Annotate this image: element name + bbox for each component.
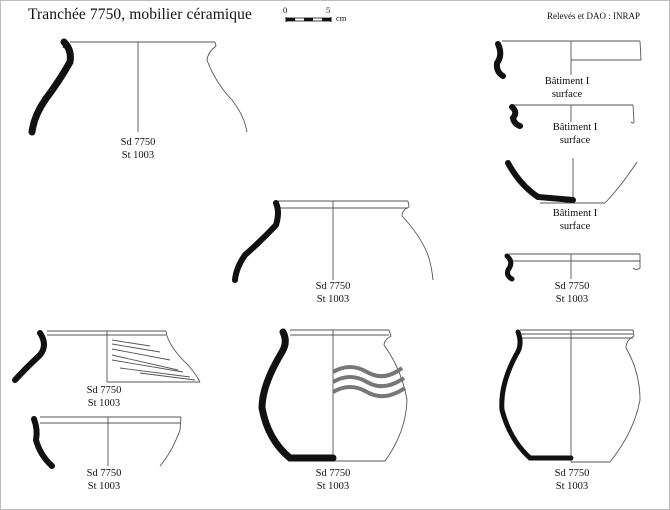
vessel-2-drawing — [232, 200, 434, 283]
label-batiment: Bâtiment I — [552, 208, 598, 219]
vessel-9-drawing — [258, 328, 408, 462]
scale-bar: 0 5 cm — [280, 5, 350, 27]
label-sd: Sd 7750 — [86, 468, 122, 479]
label-sd: Sd 7750 — [554, 281, 590, 292]
label-st: St 1003 — [121, 150, 155, 161]
label-st: St 1003 — [316, 481, 350, 492]
label-vessel-7: Sd 7750 St 1003 — [64, 384, 144, 410]
label-surface: surface — [559, 221, 591, 232]
label-vessel-10: Sd 7750 St 1003 — [532, 467, 612, 493]
label-sd: Sd 7750 — [554, 468, 590, 479]
label-st: St 1003 — [555, 481, 589, 492]
vessel-5-drawing — [505, 158, 638, 204]
label-batiment: Bâtiment I — [544, 76, 590, 87]
label-vessel-9: Sd 7750 St 1003 — [293, 467, 373, 493]
vessel-7-drawing — [12, 330, 201, 383]
label-vessel-2: Sd 7750 St 1003 — [293, 280, 373, 306]
label-vessel-6: Sd 7750 St 1003 — [532, 280, 612, 306]
label-sd: Sd 7750 — [315, 468, 351, 479]
label-st: St 1003 — [555, 294, 589, 305]
label-vessel-5: Bâtiment I surface — [535, 207, 615, 233]
label-st: St 1003 — [87, 481, 121, 492]
scale-end: 5 — [326, 5, 331, 15]
label-st: St 1003 — [87, 398, 121, 409]
label-vessel-1: Sd 7750 St 1003 — [98, 136, 178, 162]
label-vessel-8: Sd 7750 St 1003 — [64, 467, 144, 493]
label-surface: surface — [551, 89, 583, 100]
label-sd: Sd 7750 — [120, 137, 156, 148]
label-surface: surface — [559, 135, 591, 146]
plate-title: Tranchée 7750, mobilier céramique — [28, 6, 252, 23]
vessel-4-drawing — [509, 104, 635, 129]
vessel-1-drawing — [28, 38, 248, 136]
label-st: St 1003 — [316, 294, 350, 305]
credit-text: Relevés et DAO : INRAP — [547, 11, 640, 21]
scale-unit: cm — [336, 13, 347, 23]
label-sd: Sd 7750 — [315, 281, 351, 292]
label-batiment: Bâtiment I — [552, 122, 598, 133]
label-sd: Sd 7750 — [86, 385, 122, 396]
vessel-3-drawing — [493, 40, 642, 79]
vessel-6-drawing — [504, 253, 641, 282]
label-vessel-4: Bâtiment I surface — [535, 121, 615, 147]
vessel-8-drawing — [31, 416, 182, 469]
label-vessel-3: Bâtiment I surface — [527, 75, 607, 101]
vessel-10-drawing — [499, 329, 641, 463]
scale-start: 0 — [283, 5, 288, 15]
